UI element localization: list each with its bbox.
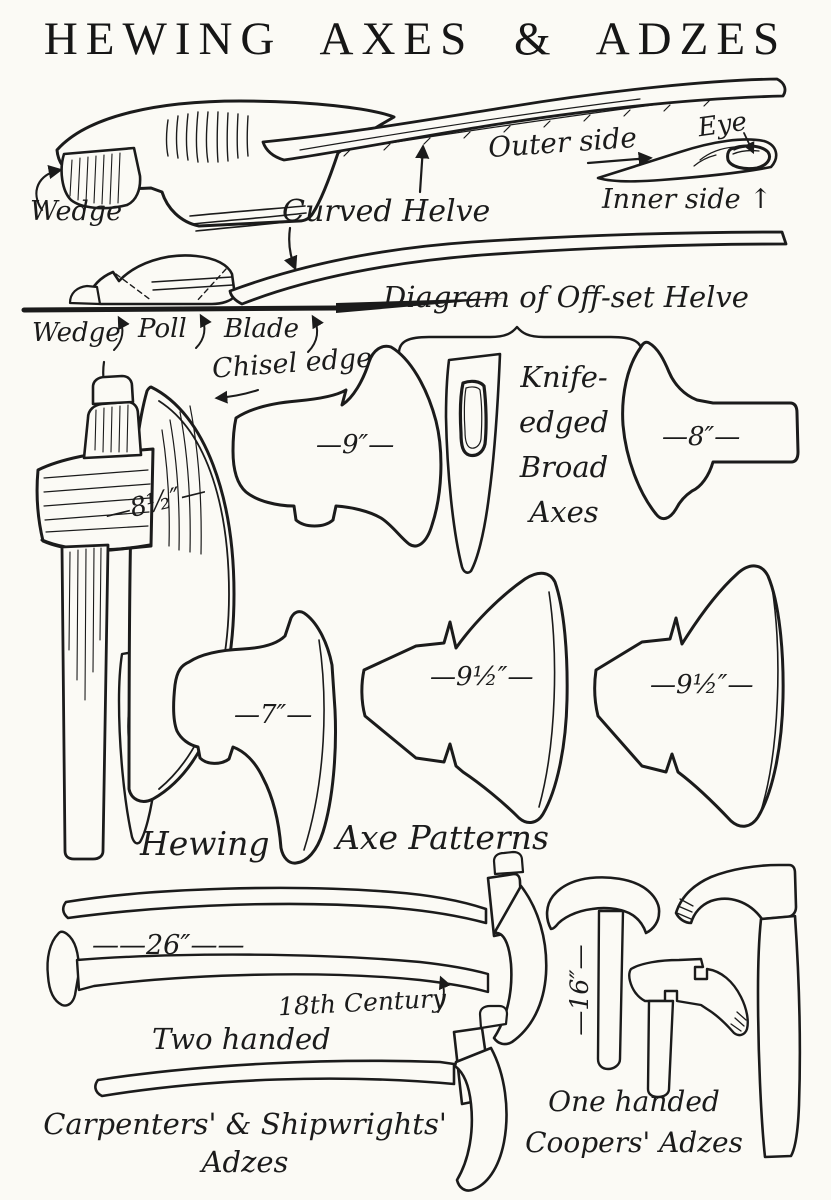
pattern-9in: [231, 344, 443, 548]
wedge-label-top: Wedge: [30, 196, 123, 227]
carpenters-adze-drawing: [94, 1004, 509, 1192]
size-9-label: —9″—: [316, 430, 395, 460]
wedge-label-flat: Wedge: [32, 318, 121, 348]
coopers-adze-long-handle: [756, 914, 802, 1159]
offset-helve-caption: Diagram of Off-set Helve: [383, 280, 749, 314]
coopers-adze-hook-head: [674, 863, 798, 925]
blade-pointer-arrow: [307, 314, 324, 353]
size-8-label: —8″—: [662, 422, 741, 452]
size-9half-right-label: —9½″—: [650, 670, 754, 700]
century-arrow: [437, 975, 451, 1013]
hewing-caption-left: Hewing: [140, 824, 270, 863]
coopers-caption: One handed Coopers' Adzes: [525, 1085, 743, 1159]
coopers-adze-short-head: [628, 957, 749, 1037]
size-9half-mid-label: —9½″—: [430, 662, 534, 692]
eye-arrow: [743, 132, 755, 155]
page-title: HEWING AXES & ADZES: [43, 13, 788, 65]
eye-detail-drawing: [586, 132, 778, 183]
poll-pointer-arrow: [195, 313, 212, 349]
outer-side-arrow: [586, 151, 653, 167]
adze-blade: [492, 884, 548, 1046]
adze-handle: [61, 886, 488, 925]
inner-side-label: Inner side ↑: [602, 184, 772, 215]
offset-helve-drawing: [21, 226, 788, 403]
hewing-caption-right: Axe Patterns: [336, 818, 549, 857]
poll-label: Poll: [138, 314, 187, 344]
carpenters-caption: Carpenters' & Shipwrights' Adzes: [43, 1107, 447, 1179]
two-handed-label: Two handed: [152, 1022, 331, 1056]
blade-label: Blade: [224, 314, 299, 344]
knife-edged-caption: Knife- edged Broad Axes: [518, 360, 610, 529]
size-7-label: —7″—: [234, 700, 313, 730]
wedge-pointer-arrow: [113, 315, 130, 351]
coopers-adzes-drawing: [545, 863, 802, 1159]
broad-axe-85-drawing: [35, 374, 259, 861]
broad-axe-handle: [60, 543, 110, 861]
curved-helve-up-arrow: [415, 144, 430, 194]
brace: [397, 325, 644, 355]
flat-axe-head: [86, 254, 237, 306]
pattern-95in-right-drawing: [593, 564, 785, 828]
curved-helve-down-arrow: [284, 226, 298, 271]
axe-eye-hatching: [165, 111, 249, 163]
pattern-8in: [621, 340, 800, 521]
broad-axe-profile-drawing: [35, 77, 787, 232]
coopers-adze-t-head: [545, 876, 661, 935]
length-16-label: —16″—: [565, 944, 594, 1036]
bare-helve-drawing: [46, 930, 490, 1013]
two-handed-adze-drawing: [61, 850, 548, 1046]
broad-axe-wedge: [82, 400, 143, 460]
wedge-block: [60, 146, 142, 210]
chisel-edge-arrow: [214, 389, 259, 404]
eye-hole: [726, 144, 771, 171]
pattern-7in-drawing: [172, 610, 337, 865]
offset-helve-shape: [228, 230, 788, 306]
length-26-label: ——26″——: [92, 930, 245, 961]
wedge-arrow: [35, 165, 63, 212]
curved-helve-label: Curved Helve: [282, 194, 491, 229]
eye-profile-blade-1: [444, 352, 502, 574]
flat-axe-wedge: [68, 284, 102, 306]
pattern-95in-mid-drawing: [360, 571, 569, 824]
